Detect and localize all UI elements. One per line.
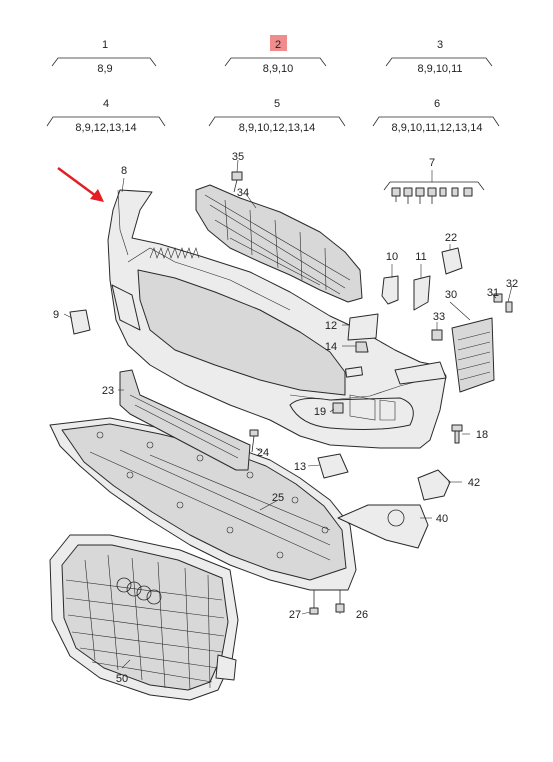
bracket-13	[317, 453, 349, 479]
group-number: 1	[102, 39, 108, 51]
group-items: 8,9,10,12,13,14	[239, 122, 315, 134]
four-rings-logo	[116, 577, 162, 605]
callout-10: 10	[386, 251, 398, 263]
screw-26	[335, 590, 345, 613]
screw-32	[505, 301, 513, 313]
callout-27: 27	[289, 609, 301, 621]
clip-31	[493, 293, 503, 303]
group-number: 2	[275, 39, 281, 51]
bracket-22	[441, 247, 463, 275]
nut-19	[332, 402, 344, 414]
group-items: 8,9,10	[263, 63, 294, 75]
screw-27	[309, 590, 319, 615]
callout-14: 14	[325, 341, 337, 353]
callout-9: 9	[53, 309, 59, 321]
callout-42: 42	[468, 477, 480, 489]
group-items: 8,9,10,11,12,13,14	[392, 122, 483, 134]
fog-light-grille-40	[337, 504, 429, 549]
callout-35: 35	[232, 151, 244, 163]
group-highlight	[270, 35, 287, 51]
air-guide-30	[451, 317, 495, 393]
group-bracket	[51, 57, 157, 67]
insert-12	[347, 313, 379, 341]
variant-group-3: 3 8,9,10,11	[385, 39, 493, 75]
callout-26: 26	[356, 609, 368, 621]
variant-group-1: 1 8,9	[51, 39, 157, 75]
group-bracket	[46, 116, 166, 127]
callout-8: 8	[121, 165, 127, 177]
group-number: 5	[274, 98, 280, 110]
screw-18	[451, 424, 463, 444]
fastener-set-7	[383, 181, 485, 204]
group-bracket	[372, 116, 500, 127]
callout-33: 33	[433, 311, 445, 323]
underbody-panel	[49, 417, 357, 591]
callout-32: 32	[506, 278, 518, 290]
callout-23: 23	[102, 385, 114, 397]
group-items: 8,9,12,13,14	[75, 122, 136, 134]
variant-group-4: 4 8,9,12,13,14	[46, 98, 166, 134]
group-bracket	[385, 57, 493, 67]
callout-25: 25	[272, 492, 284, 504]
radiator-grille	[49, 534, 239, 701]
group-bracket	[224, 57, 327, 67]
cover-11	[413, 275, 431, 311]
bracket-10	[381, 275, 399, 305]
callout-22: 22	[445, 232, 457, 244]
callout-7: 7	[429, 157, 435, 169]
leader-lines	[63, 159, 513, 669]
group-items: 8,9	[97, 63, 112, 75]
screw-24	[249, 429, 259, 453]
retaining-bracket	[119, 369, 251, 471]
callout-50: 50	[116, 673, 128, 685]
callout-11: 11	[415, 251, 426, 263]
callout-19: 19	[314, 406, 326, 418]
callout-18: 18	[476, 429, 488, 441]
red-arrow-icon	[57, 166, 104, 202]
group-items: 8,9,10,11	[417, 63, 462, 75]
callout-24: 24	[257, 447, 269, 459]
callout-labels: 8 9 10 11 12 14 13 19 18 22 23 24 25 26 …	[53, 151, 518, 685]
group-number: 4	[103, 98, 109, 110]
group-number: 6	[434, 98, 440, 110]
callout-31: 31	[487, 287, 499, 299]
variant-group-2: 2 8,9,10	[224, 35, 327, 75]
variant-group-5: 5 8,9,10,12,13,14	[208, 98, 346, 134]
bumper-cover	[107, 189, 447, 449]
clip-33	[431, 329, 443, 341]
clip-14	[355, 341, 369, 353]
variant-group-6: 6 8,9,10,11,12,13,14	[372, 98, 500, 134]
tow-eye-cover	[69, 309, 91, 335]
group-bracket	[208, 116, 346, 127]
callout-13: 13	[294, 461, 306, 473]
callout-30: 30	[445, 289, 457, 301]
bracket-42	[417, 469, 451, 501]
group-number: 3	[437, 39, 443, 51]
callout-12: 12	[325, 320, 337, 332]
callout-40: 40	[436, 513, 448, 525]
callout-34: 34	[237, 187, 249, 199]
bumper-carrier	[195, 184, 363, 303]
